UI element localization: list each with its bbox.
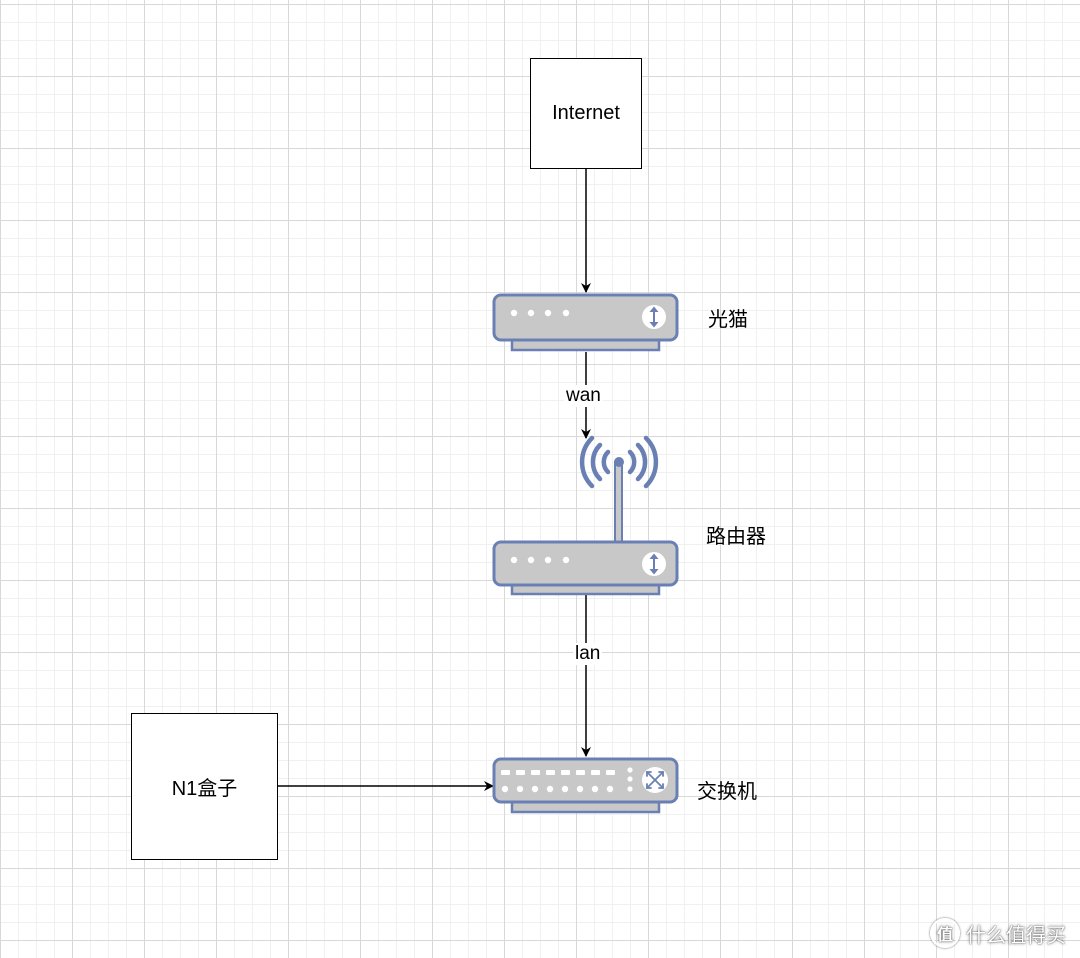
internet-node[interactable]: Internet [530, 58, 642, 169]
n1box-label: N1盒子 [171, 778, 238, 800]
wireless-router-icon[interactable] [492, 435, 679, 596]
watermark: 值 什么值得买 [930, 918, 1066, 948]
n1box-node[interactable]: N1盒子 [131, 713, 278, 860]
modem-icon[interactable] [492, 293, 679, 352]
switch-label: 交换机 [697, 779, 757, 803]
watermark-logo-icon: 值 [930, 918, 960, 948]
lan-edge-label: lan [573, 643, 603, 665]
watermark-text: 什么值得买 [966, 922, 1066, 947]
router-label: 路由器 [706, 524, 766, 548]
internet-label: Internet [552, 102, 620, 124]
wan-edge-label: wan [564, 385, 603, 407]
modem-label: 光猫 [708, 307, 748, 331]
network-switch-icon[interactable] [492, 757, 679, 814]
